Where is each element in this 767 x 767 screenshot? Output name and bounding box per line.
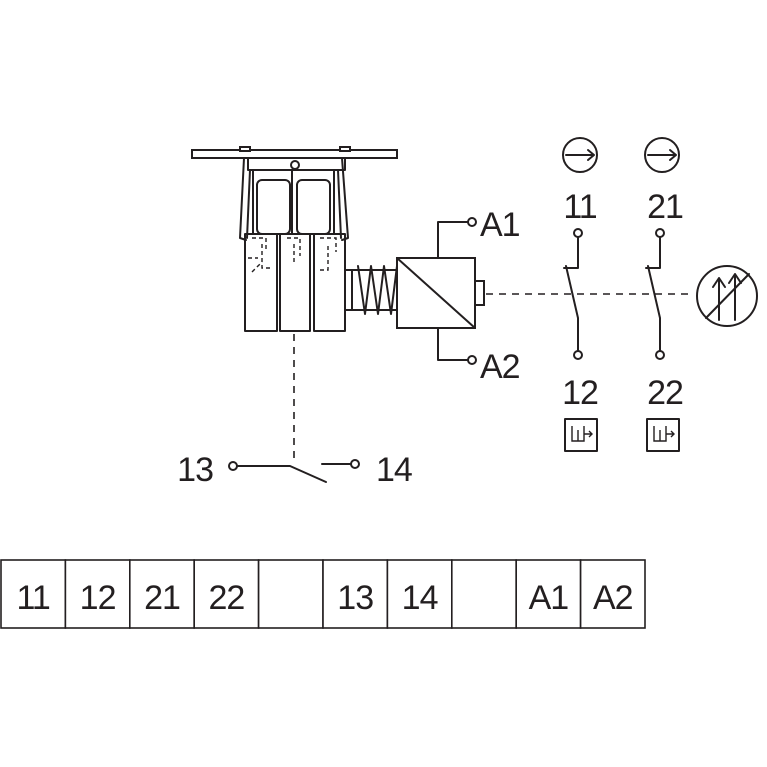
- terminal-cell-border: [386, 559, 453, 629]
- coil: A1 A2: [396, 206, 521, 386]
- terminal-13: [228, 461, 238, 471]
- terminal-cell-label: 21: [144, 579, 180, 617]
- contact-13-label: 13: [177, 451, 213, 489]
- switch-head: [247, 157, 346, 171]
- terminal-cell-label: 11: [17, 579, 50, 617]
- lower-compartment-1: [244, 233, 278, 332]
- up-arrows: [712, 273, 742, 321]
- a1-wire: [437, 221, 469, 259]
- positive-opening-arrow: [565, 149, 595, 161]
- contact-21-label: 21: [647, 188, 683, 226]
- terminal-21: [655, 228, 665, 238]
- contact-21-22: 21 22: [644, 137, 684, 452]
- coil-diagonal: [396, 257, 476, 329]
- coil-plunger: [474, 280, 485, 306]
- terminal-cell: 12: [64, 559, 131, 629]
- contact-22-label: 22: [647, 374, 683, 412]
- spring: [357, 265, 398, 315]
- terminal-cell: 21: [129, 559, 196, 629]
- terminal-cell-label: A1: [529, 579, 569, 617]
- terminal-cell: 22: [193, 559, 260, 629]
- contact-11-blade: [563, 236, 579, 352]
- a1-terminal: [467, 217, 477, 227]
- contact-13-blade: [236, 465, 327, 483]
- upper-chamber-left: [256, 179, 291, 235]
- head-screw: [290, 160, 300, 170]
- terminal-cell-label: 22: [208, 579, 244, 617]
- terminal-cell-label: 12: [80, 579, 116, 617]
- terminal-cell-border: [129, 559, 196, 629]
- terminal-cell-label: 14: [402, 579, 438, 617]
- terminal-cell-border: [579, 559, 646, 629]
- terminal-cell: 13: [322, 559, 389, 629]
- a2-label: A2: [480, 348, 520, 386]
- terminal-cell-label: 13: [337, 579, 373, 617]
- switch-mechanism: [191, 146, 399, 332]
- plate-step-left: [239, 146, 251, 152]
- terminal-cell: A2: [579, 559, 646, 629]
- mounting-plate: [191, 149, 398, 159]
- terminal-22: [655, 350, 665, 360]
- contact-11-12: 11 12: [562, 137, 599, 452]
- terminal-cell-border: [257, 559, 324, 629]
- terminal-cell-border: [0, 559, 67, 629]
- terminal-cell: 11: [0, 559, 67, 629]
- terminal-cell: [257, 559, 324, 629]
- terminal-cell: 14: [386, 559, 453, 629]
- terminal-table: 11 12 21 22 13 14 A1 A2: [0, 559, 646, 629]
- contact-14-label: 14: [376, 451, 412, 489]
- terminal-cell-border: [193, 559, 260, 629]
- terminal-14: [350, 459, 360, 469]
- function-symbol-icon: [653, 426, 675, 442]
- positive-opening-arrow: [647, 149, 677, 161]
- lower-compartment-2: [279, 233, 311, 332]
- no-escape-symbol: [696, 265, 758, 327]
- positive-opening-icon: [644, 137, 680, 173]
- positive-opening-icon: [562, 137, 598, 173]
- slash: [705, 273, 750, 319]
- function-symbol-box-2: [646, 418, 680, 452]
- function-symbol-box-1: [564, 418, 598, 452]
- terminal-cell-label: A2: [593, 579, 633, 617]
- upper-divider: [252, 169, 335, 235]
- terminal-cell: [450, 559, 517, 629]
- contact-13-14: 13 14: [177, 451, 413, 489]
- hidden-details: [248, 237, 337, 273]
- no-escape-icon: [696, 265, 758, 327]
- terminal-cell-border: [515, 559, 582, 629]
- contact-12-label: 12: [562, 374, 598, 412]
- upper-chamber-right: [296, 179, 331, 235]
- a1-label: A1: [480, 206, 520, 244]
- terminal-12: [573, 350, 583, 360]
- terminal-cell: A1: [515, 559, 582, 629]
- lower-compartment-3: [313, 233, 346, 332]
- plate-step-right: [339, 146, 351, 152]
- contact-11-label: 11: [563, 188, 596, 226]
- contact-21-blade: [645, 236, 661, 352]
- terminal-cell-border: [450, 559, 517, 629]
- terminal-cell-border: [322, 559, 389, 629]
- a2-terminal: [467, 355, 477, 365]
- a2-wire: [437, 327, 469, 361]
- terminal-11: [573, 228, 583, 238]
- function-symbol-icon: [571, 426, 593, 442]
